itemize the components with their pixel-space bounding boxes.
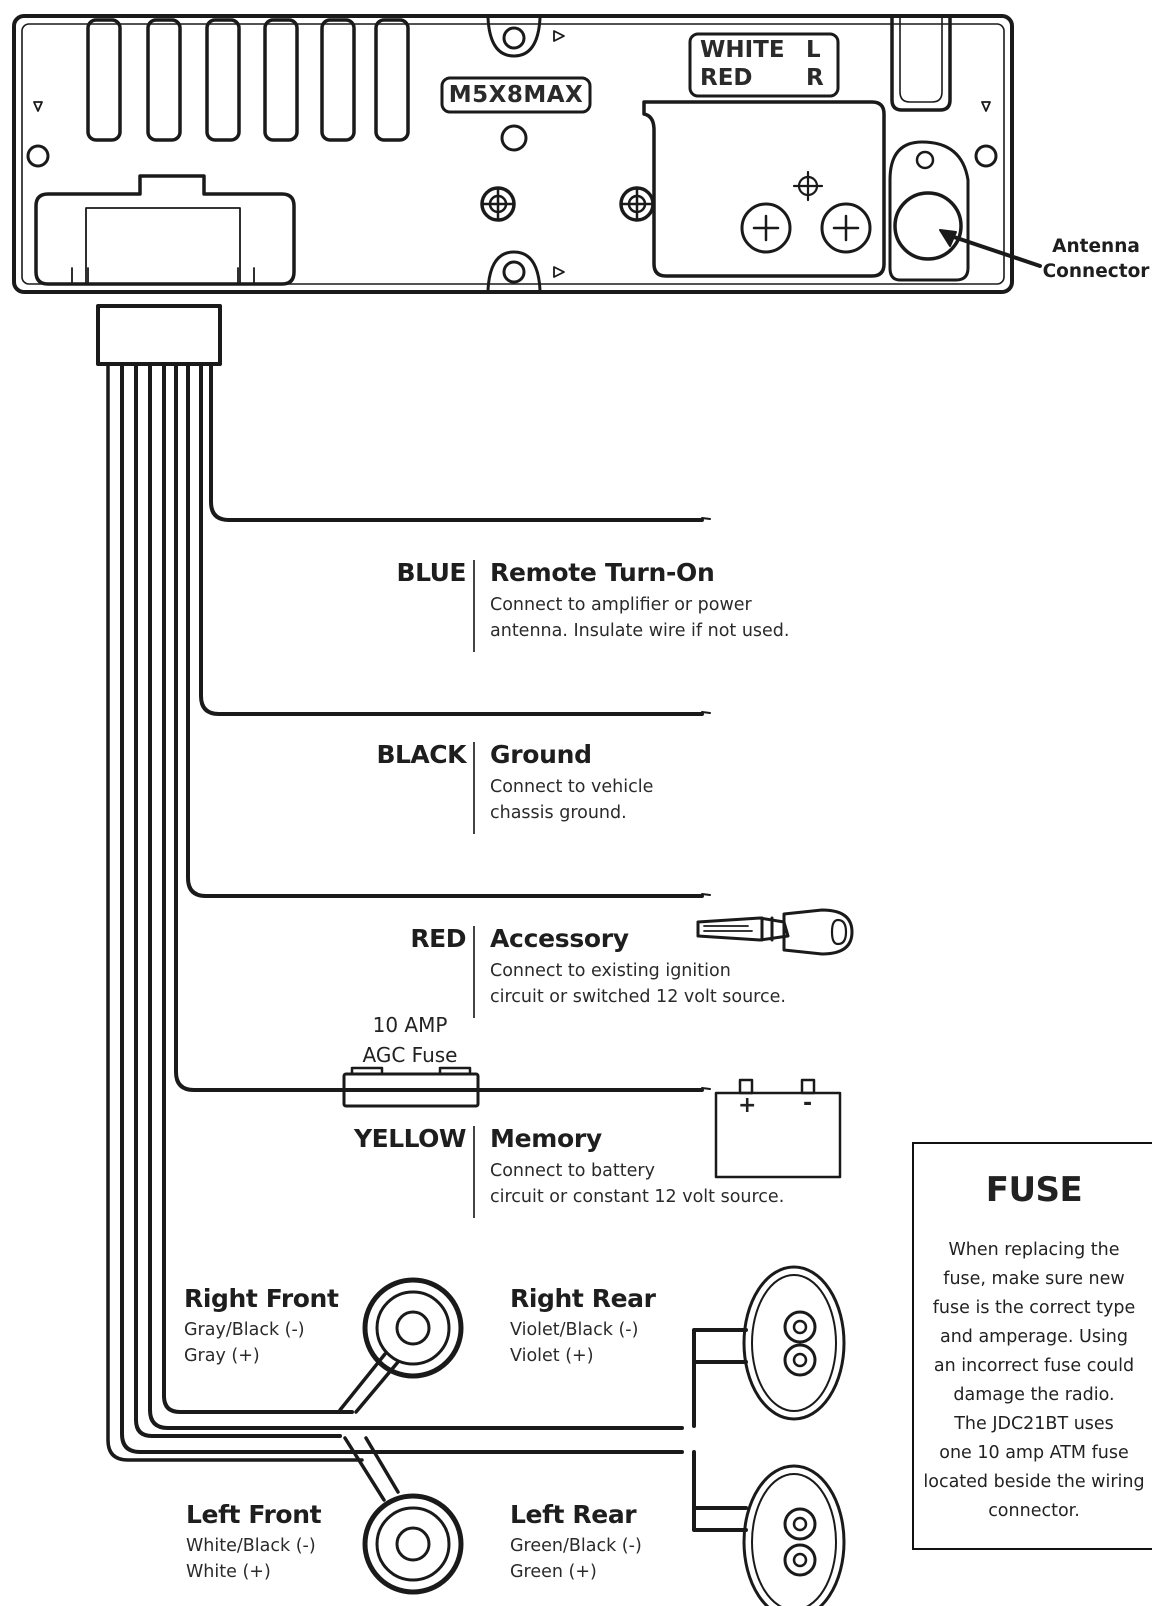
head-unit-chassis bbox=[12, 14, 1042, 294]
mount-hole-right bbox=[974, 144, 998, 168]
rca-left-label: L bbox=[806, 37, 821, 63]
fuse-box-line: fuse, make sure new bbox=[943, 1269, 1125, 1289]
wire-white bbox=[134, 362, 342, 1438]
wire-function-ground: Ground bbox=[490, 740, 592, 769]
speaker-right-rear-icon bbox=[692, 1265, 846, 1428]
wire-color-blue: BLUE bbox=[396, 558, 467, 587]
fuse-box-line: located beside the wiring bbox=[923, 1472, 1145, 1492]
ignition-key-icon bbox=[696, 908, 854, 956]
wire-divider bbox=[473, 926, 475, 1018]
fuse-box-line: When replacing the bbox=[948, 1240, 1120, 1260]
wire-divider bbox=[473, 742, 475, 834]
speaker-right-rear-label: Right Rear Violet/Black (-) Violet (+) bbox=[510, 1284, 656, 1366]
rca-right-label: R bbox=[806, 65, 824, 91]
chassis-outline bbox=[12, 14, 1014, 294]
wire-green bbox=[120, 362, 684, 1454]
speaker-left-rear-icon bbox=[692, 1450, 846, 1606]
wire-yellow bbox=[174, 362, 704, 1092]
wire-description-accessory: Connect to existing ignition circuit or … bbox=[490, 961, 786, 1007]
harness-socket bbox=[34, 174, 296, 286]
rca-white-label: WHITE bbox=[700, 37, 785, 63]
antenna-jack bbox=[893, 191, 963, 261]
speaker-left-front-icon bbox=[343, 1436, 464, 1595]
inline-fuse-label: 10 AMP AGC Fuse bbox=[362, 1013, 458, 1067]
wire-red bbox=[186, 362, 704, 898]
cooling-fins bbox=[86, 18, 410, 142]
fuse-box-line: damage the radio. bbox=[953, 1385, 1115, 1405]
screw-label-frame bbox=[440, 76, 592, 114]
wire-black bbox=[199, 362, 704, 716]
speaker-left-rear-label: Left Rear Green/Black (-) Green (+) bbox=[510, 1500, 642, 1582]
fuse-info-box: FUSE When replacing the fuse, make sure … bbox=[912, 1142, 1152, 1550]
wire-violet bbox=[148, 362, 684, 1430]
wire-color-yellow: YELLOW bbox=[354, 1124, 466, 1153]
speaker-left-front-label: Left Front White/Black (-) White (+) bbox=[186, 1500, 322, 1582]
fuse-box-line: fuse is the correct type bbox=[932, 1298, 1136, 1318]
wire-bundle bbox=[106, 362, 704, 1462]
fuse-box-line: connector. bbox=[988, 1501, 1080, 1521]
harness-plug bbox=[96, 304, 222, 366]
fuse-box-line: one 10 amp ATM fuse bbox=[939, 1443, 1129, 1463]
inline-fuse-icon bbox=[342, 1066, 480, 1108]
wire-function-memory: Memory bbox=[490, 1124, 602, 1153]
wire-function-remote: Remote Turn-On bbox=[490, 558, 715, 587]
fuse-box-line: The JDC21BT uses bbox=[954, 1414, 1114, 1434]
wire-color-red: RED bbox=[410, 924, 466, 953]
rca-red-label: RED bbox=[700, 65, 753, 91]
wire-description-memory: Connect to battery circuit or constant 1… bbox=[490, 1161, 785, 1207]
rca-jack-left bbox=[740, 202, 792, 254]
wire-color-black: BLACK bbox=[376, 740, 466, 769]
wire-blue bbox=[209, 362, 704, 522]
antenna-connector-label: Antenna Connector bbox=[1042, 236, 1150, 282]
wire-gray bbox=[162, 362, 354, 1414]
speaker-right-front-icon bbox=[338, 1277, 464, 1414]
wire-divider bbox=[473, 1126, 475, 1218]
rca-label-frame bbox=[688, 32, 840, 98]
battery-minus-label: - bbox=[803, 1091, 813, 1116]
wire-divider bbox=[473, 560, 475, 652]
mount-hole-left bbox=[26, 144, 50, 168]
fuse-box-line: an incorrect fuse could bbox=[933, 1356, 1135, 1376]
battery-plus-label: + bbox=[738, 1093, 757, 1118]
screw-spec-label: M5X8MAX bbox=[448, 82, 584, 108]
wire-function-accessory: Accessory bbox=[490, 924, 629, 953]
fuse-box-title: FUSE bbox=[985, 1170, 1083, 1210]
rca-jack-right bbox=[820, 202, 872, 254]
antenna-pointer bbox=[943, 232, 1042, 268]
wire-description-remote: Connect to amplifier or power antenna. I… bbox=[490, 595, 790, 641]
battery-icon bbox=[714, 1078, 842, 1179]
wire-description-ground: Connect to vehicle chassis ground. bbox=[490, 777, 654, 823]
fuse-box-line: and amperage. Using bbox=[939, 1327, 1129, 1347]
speaker-right-front-label: Right Front Gray/Black (-) Gray (+) bbox=[184, 1284, 339, 1366]
